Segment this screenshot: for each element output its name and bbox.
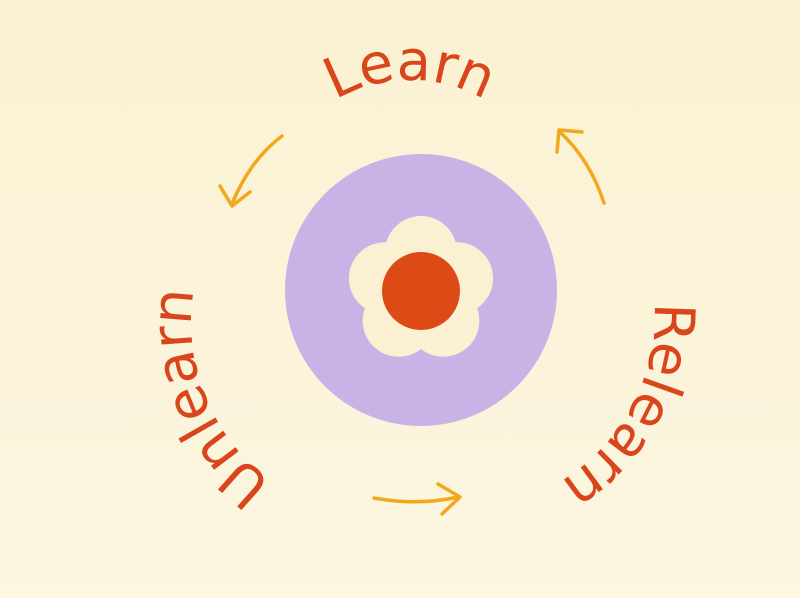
curved-arrow-icon [372,482,462,516]
label-relearn: Relearn [552,302,706,523]
label-learn: Learn [314,29,505,112]
label-unlearn: Unlearn [140,286,282,521]
curved-arrow-icon [218,134,284,208]
flower-center [382,252,460,330]
flower-icon [348,216,494,357]
curved-arrow-icon [555,128,606,205]
